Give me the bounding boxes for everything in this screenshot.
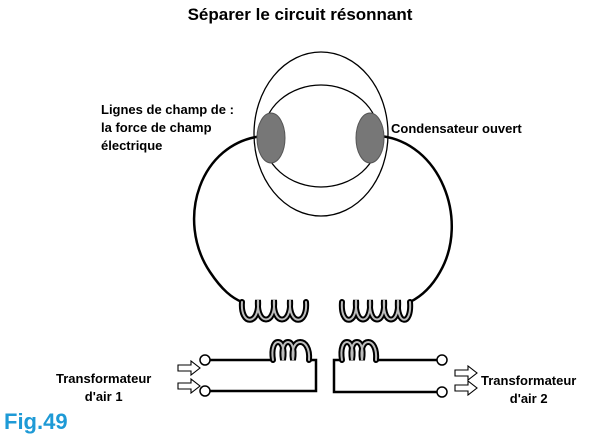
arrow-right-bottom (454, 379, 478, 397)
secondary-coil-right (338, 339, 380, 363)
resonant-loop-wire (192, 134, 454, 304)
primary-coil-right (338, 299, 414, 323)
transformer-2-label: Transformateur d'air 2 (481, 373, 577, 406)
open-capacitor-label: Condensateur ouvert (391, 121, 522, 136)
figure-label: Fig.49 (4, 409, 68, 434)
field-lines-label: Lignes de champ de : la force de champ é… (101, 102, 234, 153)
arrow-right-top (454, 364, 478, 382)
diagram-title: Séparer le circuit résonnant (187, 5, 413, 24)
arrow-left-bottom (177, 377, 201, 395)
transformer-1-circuit (210, 358, 318, 393)
arrow-left-top (177, 359, 201, 377)
transformer-2-circuit (332, 358, 437, 394)
terminal-left-bottom (199, 385, 211, 397)
secondary-coil-left (269, 339, 313, 363)
capacitor-plate-left (256, 112, 286, 164)
terminal-right-top (436, 354, 448, 366)
terminal-right-bottom (436, 386, 448, 398)
field-line-outer (253, 51, 389, 217)
terminals (199, 354, 448, 398)
primary-coil-left (238, 299, 310, 323)
capacitor-plate-right (355, 112, 385, 164)
terminal-left-top (199, 354, 211, 366)
transformer-1-label: Transformateur d'air 1 (56, 371, 152, 404)
arrows (177, 359, 478, 397)
